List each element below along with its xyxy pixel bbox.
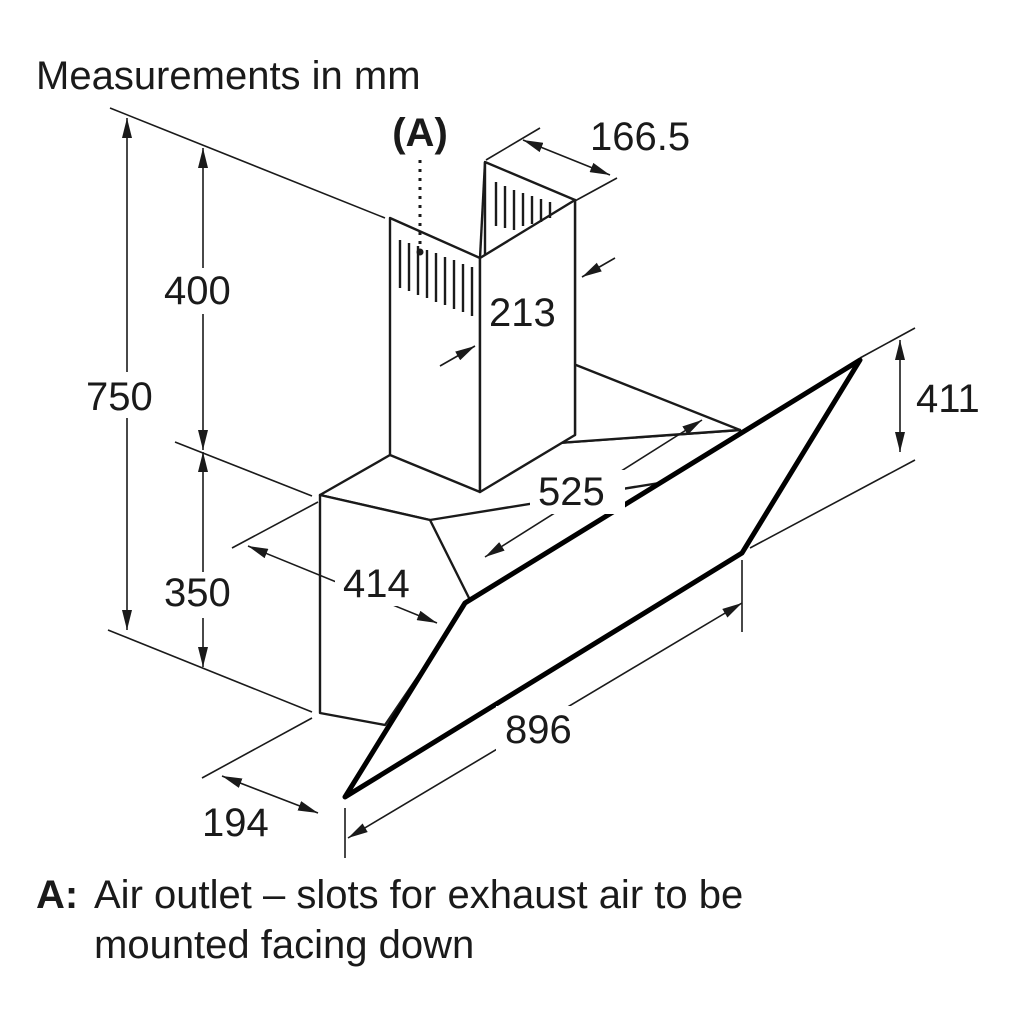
dim-arrow-166-5 bbox=[522, 139, 611, 176]
label-896: 896 bbox=[505, 708, 572, 752]
label-750: 750 bbox=[86, 375, 153, 419]
air-outlet-marker: (A) bbox=[392, 111, 448, 256]
air-outlet-slots bbox=[398, 182, 552, 316]
extension-lines bbox=[107, 107, 916, 858]
legend-text-1: Air outlet – slots for exhaust air to be bbox=[94, 873, 744, 917]
legend-key: A: bbox=[36, 873, 79, 917]
label-411: 411 bbox=[916, 377, 980, 421]
legend: A: Air outlet – slots for exhaust air to … bbox=[36, 870, 996, 970]
measurements-heading: Measurements in mm bbox=[36, 54, 421, 98]
label-400: 400 bbox=[164, 269, 231, 313]
legend-line-2: mounted facing down bbox=[94, 923, 475, 967]
dim-arrow-194 bbox=[221, 775, 319, 814]
label-350: 350 bbox=[164, 571, 231, 615]
legend-line-1: A: Air outlet – slots for exhaust air to … bbox=[36, 870, 996, 920]
label-213: 213 bbox=[489, 291, 556, 335]
dim-arrow-213-top bbox=[581, 257, 616, 278]
label-backgrounds bbox=[80, 268, 625, 752]
label-166-5: 166.5 bbox=[590, 115, 690, 159]
marker-label: (A) bbox=[392, 111, 448, 155]
label-194: 194 bbox=[202, 801, 269, 845]
dim-arrow-213-bottom bbox=[439, 345, 476, 367]
label-414: 414 bbox=[343, 562, 410, 606]
label-525: 525 bbox=[538, 470, 605, 514]
dimension-labels: 166.5 213 400 750 350 411 525 414 896 19… bbox=[86, 115, 980, 845]
